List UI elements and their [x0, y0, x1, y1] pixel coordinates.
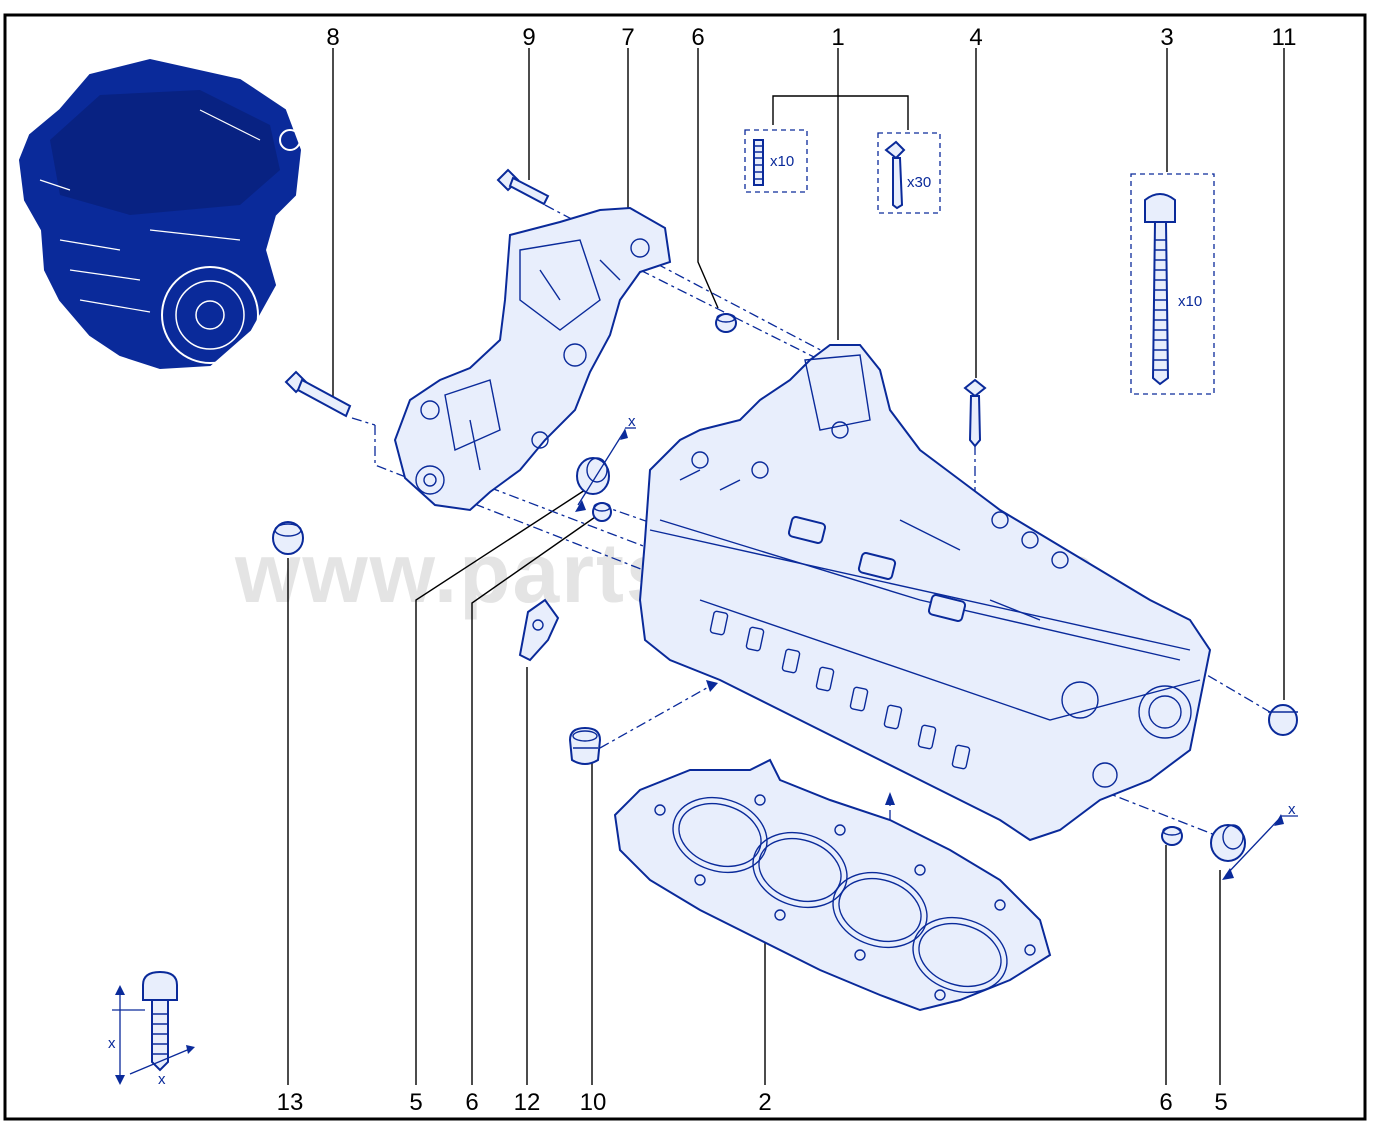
callout-6-left: 6: [465, 1089, 478, 1116]
seal-left-dimension: x: [628, 413, 636, 430]
callout-12: 12: [514, 1089, 541, 1116]
part-5-seal-right: x: [1210, 801, 1298, 880]
tightening-bolt-symbol: x x: [108, 970, 195, 1088]
frame-border: [3, 13, 1367, 1121]
bolt-width-mark: x: [158, 1071, 166, 1088]
part-1-cylinder-head: [638, 344, 1212, 842]
part-2-head-gasket: [613, 758, 1052, 1012]
part-10-valve-seal: [568, 726, 602, 765]
callout-3: 3: [1160, 24, 1173, 51]
part-6-plug-a: [715, 313, 737, 333]
part-11-plug: [1268, 704, 1298, 736]
part-13-plug: [272, 521, 304, 555]
stud-icon: [753, 139, 764, 186]
studs-quantity: x10: [770, 153, 794, 170]
callout-labels: 8 9 7 6 1 4 3 11 13 5 6 12 10 2 6 5: [277, 24, 1297, 1116]
part-9-bolt: [496, 168, 550, 206]
head-bolts-quantity: x10: [1178, 293, 1202, 310]
callout-10: 10: [580, 1089, 607, 1116]
part-4-screw: [963, 378, 987, 448]
bolt-length-mark: x: [108, 1035, 116, 1052]
callout-5-left: 5: [409, 1089, 422, 1116]
callout-7: 7: [621, 24, 634, 51]
callout-6-top: 6: [691, 24, 704, 51]
part-1-studs-screws: x10 x30: [744, 129, 941, 214]
callout-11: 11: [1272, 24, 1297, 51]
part-3-head-bolts: x10: [1130, 173, 1215, 395]
head-port-row: [709, 610, 971, 770]
callout-2: 2: [758, 1089, 771, 1116]
screw-icon: [884, 140, 906, 210]
engine-thumbnail: [18, 58, 302, 370]
part-7-bracket: [393, 206, 672, 512]
part-12-clip: [518, 598, 560, 662]
part-6-plug-c: [1161, 826, 1183, 846]
part-6-plug-b: [592, 502, 612, 522]
callout-9: 9: [522, 24, 535, 51]
callout-13: 13: [277, 1089, 304, 1116]
part-5-seal-left: x: [575, 413, 636, 512]
head-bolt-icon: [1144, 193, 1176, 386]
callout-4: 4: [969, 24, 982, 51]
part-8-bolt: [284, 370, 352, 418]
screws-quantity: x30: [907, 174, 931, 191]
callout-8: 8: [326, 24, 339, 51]
callout-1: 1: [831, 24, 844, 51]
callout-6-right: 6: [1159, 1089, 1172, 1116]
callout-5-right: 5: [1214, 1089, 1227, 1116]
seal-right-dimension: x: [1288, 801, 1296, 818]
